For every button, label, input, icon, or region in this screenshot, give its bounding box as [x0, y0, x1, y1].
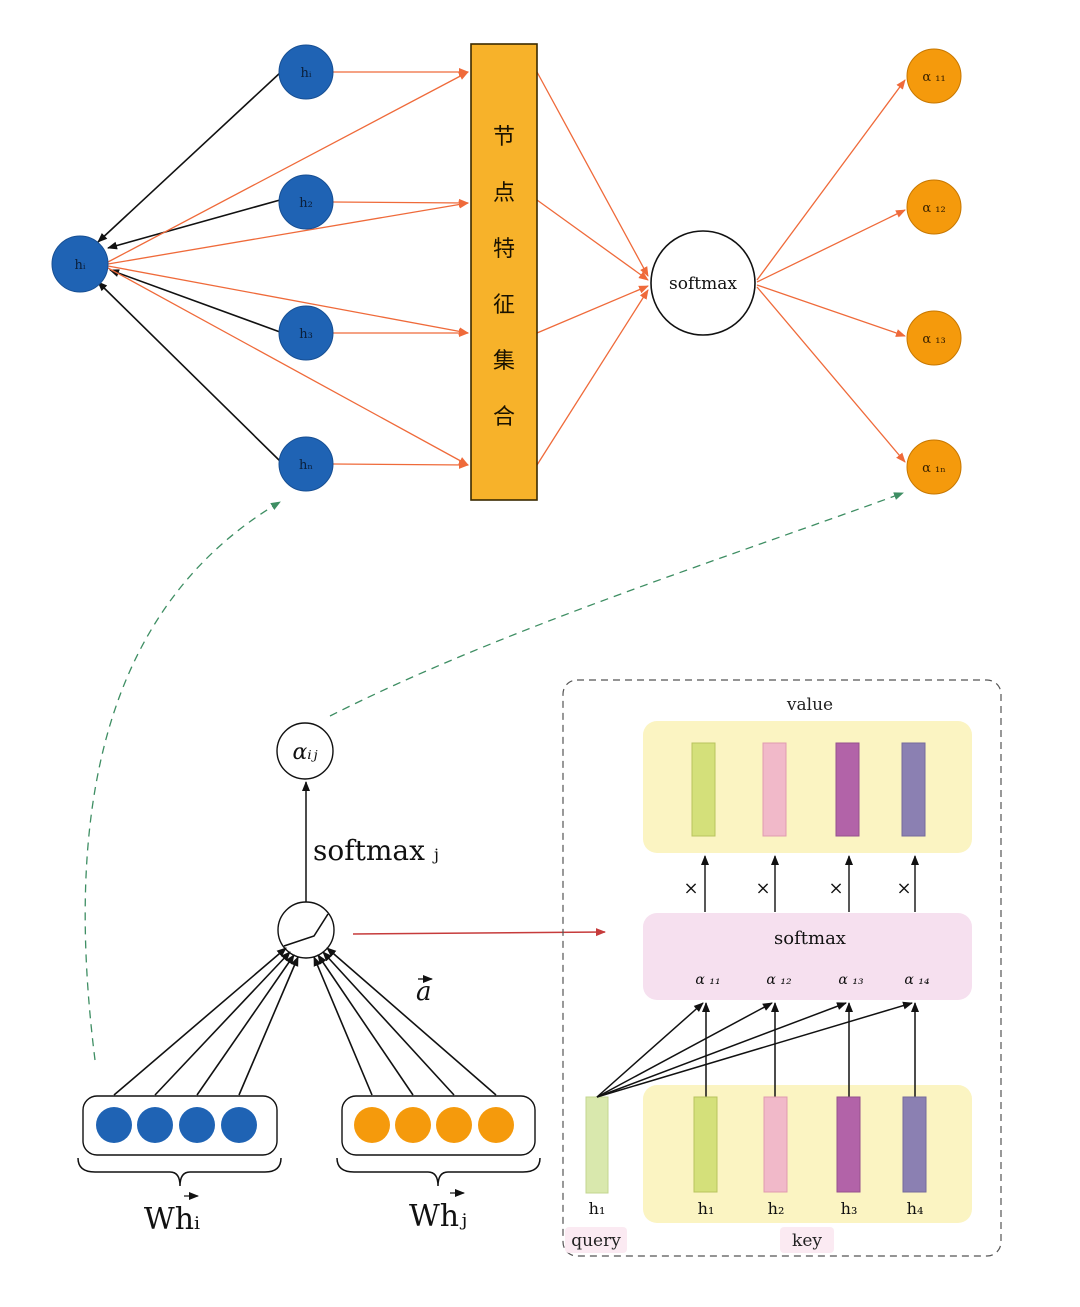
- query-h-label: h₁: [589, 1199, 606, 1218]
- softmax-node: softmax: [650, 230, 756, 336]
- attention-vector-a-label: a: [416, 977, 432, 1007]
- value-bar-2: [762, 742, 787, 837]
- query-label-bg: [565, 1227, 627, 1253]
- value-panel: [643, 721, 972, 853]
- feature-box-char: 合: [493, 405, 515, 430]
- multiply-sign: ×: [896, 878, 911, 899]
- output-node-label: α ₁₃: [922, 332, 945, 347]
- multiply-sign: ×: [755, 878, 770, 899]
- key-bar-4: [902, 1096, 927, 1193]
- feature-box-char: 特: [493, 237, 515, 262]
- leakyrelu-node: [277, 901, 335, 959]
- key-h-label: h₂: [768, 1199, 785, 1218]
- output-node: α ₁₁: [906, 48, 962, 104]
- softmax-j-label: softmax: [313, 834, 425, 867]
- input-to-leakyrelu-lines: [113, 947, 497, 1096]
- wh-i-label: Whᵢ: [144, 1202, 200, 1237]
- softmax-panel: [643, 913, 972, 1000]
- wh-j-brace: [336, 1157, 541, 1187]
- wh-i-vector: [82, 1095, 278, 1156]
- top-graph: hᵢ hᵢ h₂ h₃ hₙ 节 点 特 征 集 合: [51, 43, 962, 501]
- center-to-feature-edges: [107, 71, 469, 466]
- softmax-panel-label: softmax: [774, 928, 846, 949]
- multiply-sign: ×: [683, 878, 698, 899]
- key-h-label: h₁: [698, 1199, 715, 1218]
- attention-mechanism-right: value × × × × softmax α ₁₁ α ₁₂ α ₁₃ α ₁…: [562, 679, 1002, 1257]
- feature-box-char: 点: [493, 181, 515, 206]
- neighbor-node: h₃: [278, 305, 334, 361]
- output-node: α ₁₃: [906, 310, 962, 366]
- wh-j-label: Whⱼ: [409, 1199, 467, 1234]
- neighbor-node-label: hᵢ: [301, 66, 312, 81]
- neighbor-node-label: hₙ: [299, 458, 313, 473]
- value-bar-4: [901, 742, 926, 837]
- alpha-weight-label: α ₁₁: [695, 972, 720, 988]
- red-link-arrow: [352, 928, 606, 937]
- value-bar-3: [835, 742, 860, 837]
- center-node: hᵢ: [51, 235, 109, 293]
- dashed-connectors: [84, 492, 904, 1061]
- key-to-alpha-lines: [702, 1002, 919, 1097]
- neighbor-to-feature-edges: [332, 68, 469, 469]
- wh-i-brace: [77, 1157, 282, 1187]
- alpha-weight-label: α ₁₂: [766, 972, 792, 988]
- dashed-connector-left: [84, 501, 281, 1061]
- key-h-label: h₄: [907, 1199, 924, 1218]
- neighbor-node: hᵢ: [278, 44, 334, 100]
- dashed-connector-right: [329, 492, 904, 717]
- alpha-ij-node: [276, 722, 334, 780]
- alpha-weight-label: α ₁₃: [838, 972, 864, 988]
- output-node: α ₁₂: [906, 179, 962, 235]
- query-to-alpha-lines: [596, 1001, 913, 1098]
- output-node-label: α ₁₂: [922, 201, 945, 216]
- feature-box-char: 节: [493, 125, 515, 150]
- alpha-ij-label: αᵢⱼ: [292, 740, 317, 765]
- key-label: key: [792, 1231, 822, 1251]
- key-bar-1: [693, 1096, 718, 1193]
- softmax-j-subscript: j: [432, 845, 439, 864]
- softmax-to-output-edges: [756, 79, 906, 463]
- value-label: value: [786, 695, 833, 715]
- feature-box-char: 征: [493, 293, 515, 318]
- wh-j-vector: [341, 1095, 536, 1156]
- key-label-bg: [780, 1227, 834, 1253]
- neighbor-node: h₂: [278, 174, 334, 230]
- center-node-label: hᵢ: [75, 258, 86, 273]
- key-h-label: h₃: [841, 1199, 858, 1218]
- attention-mechanism-left: αᵢⱼ softmax j a: [77, 722, 606, 1237]
- feature-to-softmax-edges: [536, 71, 649, 466]
- neighbor-node-label: h₃: [299, 327, 313, 342]
- neighbor-to-center-edges: [97, 71, 282, 463]
- neighbor-node-label: h₂: [299, 196, 313, 211]
- key-bar-3: [836, 1096, 861, 1193]
- multiply-sign: ×: [828, 878, 843, 899]
- weight-arrows: [701, 855, 919, 912]
- value-bar-1: [691, 742, 716, 837]
- feature-box-char: 集: [493, 349, 515, 374]
- output-node-label: α ₁₁: [922, 70, 945, 85]
- softmax-node-label: softmax: [669, 274, 737, 294]
- query-bar: [585, 1096, 609, 1194]
- key-panel: [643, 1085, 972, 1223]
- node-feature-set-box: 节 点 特 征 集 合: [470, 43, 538, 501]
- alpha-weight-label: α ₁₄: [904, 972, 930, 988]
- attention-panel-border: [562, 679, 1002, 1257]
- query-label: query: [571, 1231, 621, 1251]
- output-node: α ₁ₙ: [906, 439, 962, 495]
- output-node-label: α ₁ₙ: [922, 461, 946, 476]
- key-bar-2: [763, 1096, 788, 1193]
- neighbor-node: hₙ: [278, 436, 334, 492]
